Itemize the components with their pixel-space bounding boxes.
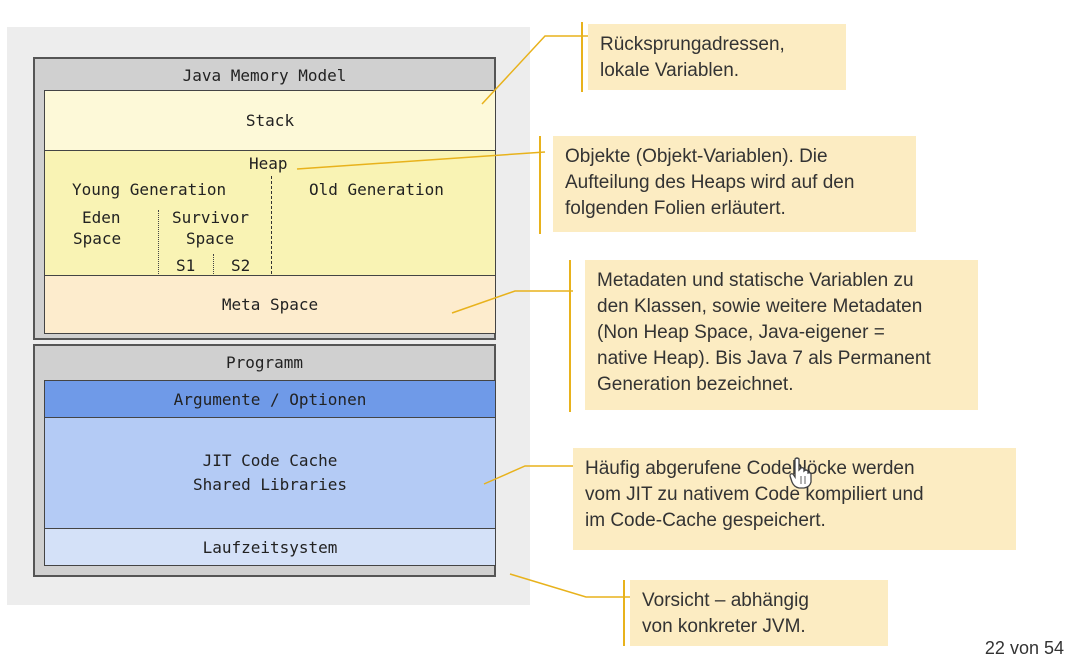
old-generation-label: Old Generation (309, 180, 444, 199)
young-generation-label: Young Generation (72, 180, 227, 199)
vendor-note-line-2: von konkreter JVM. (642, 616, 806, 637)
heap-note-bar (539, 136, 541, 234)
jit-note-line-3: im Code-Cache gespeichert. (585, 510, 826, 531)
stack-note-line-2: lokale Variablen. (600, 60, 740, 81)
eden-survivor-divider (158, 210, 159, 274)
meta-note-line-3: (Non Heap Space, Java-eigener = (597, 322, 885, 343)
stack-note-bar (581, 22, 583, 92)
meta-note-bar (569, 260, 571, 412)
meta-space-label: Meta Space (221, 295, 319, 314)
vendor-note-line-1: Vorsicht – abhängig (642, 590, 809, 611)
meta-space-box: Meta Space (44, 275, 496, 334)
jit-label-line2: Shared Libraries (192, 475, 348, 494)
heap-callout-line (296, 151, 546, 170)
stack-note: Rücksprungadressen, lokale Variablen. (588, 24, 846, 90)
eden-label-line1: Eden (82, 208, 121, 227)
vendor-note-bar (623, 580, 625, 646)
page-number: 22 von 54 (984, 638, 1064, 658)
s1-s2-divider (213, 254, 214, 274)
young-old-divider (271, 176, 272, 274)
meta-note-line-2: den Klassen, sowie weitere Metadaten (597, 296, 923, 317)
arguments-box: Argumente / Optionen (44, 380, 496, 418)
meta-callout-line (451, 290, 573, 314)
java-memory-model-title: Java Memory Model (182, 65, 347, 85)
heap-note: Objekte (Objekt-Variablen). Die Aufteilu… (553, 136, 916, 232)
vendor-note: Vorsicht – abhängig von konkreter JVM. (630, 580, 888, 646)
hand-cursor-icon (789, 457, 812, 489)
jit-callout-line (483, 465, 573, 485)
stack-callout-line (481, 35, 588, 105)
meta-note-line-5: Generation bezeichnet. (597, 374, 794, 395)
survivor-label-line2: Space (186, 229, 235, 248)
jit-note-line-2: vom JIT zu nativem Code kompiliert und (585, 484, 924, 505)
heap-note-line-2: Aufteilung des Heaps wird auf den (565, 172, 855, 193)
stack-note-line-1: Rücksprungadressen, (600, 34, 785, 55)
meta-note: Metadaten und statische Variablen zu den… (585, 260, 978, 410)
heap-note-line-3: folgenden Folien erläutert. (565, 198, 786, 219)
program-title: Programm (225, 352, 304, 372)
jit-code-cache-box: JIT Code Cache Shared Libraries (44, 417, 496, 529)
meta-note-line-4: native Heap). Bis Java 7 als Permanent (597, 348, 931, 369)
s1-label: S1 (176, 256, 196, 275)
runtime-box: Laufzeitsystem (44, 528, 496, 566)
eden-label-line2: Space (73, 229, 122, 248)
meta-note-line-1: Metadaten und statische Variablen zu (597, 270, 914, 291)
arguments-label: Argumente / Optionen (173, 389, 367, 409)
heap-note-line-1: Objekte (Objekt-Variablen). Die (565, 146, 828, 167)
s2-label: S2 (231, 256, 251, 275)
heap-label: Heap (249, 154, 288, 173)
runtime-label: Laufzeitsystem (202, 537, 338, 557)
vendor-callout-line (509, 573, 630, 598)
jit-label-line1: JIT Code Cache (202, 451, 338, 470)
survivor-label-line1: Survivor (172, 208, 250, 227)
heap-box (44, 150, 496, 276)
stack-label: Stack (245, 111, 295, 130)
jit-note-line-1: Häufig abgerufene Codeblöcke werden (585, 458, 915, 479)
